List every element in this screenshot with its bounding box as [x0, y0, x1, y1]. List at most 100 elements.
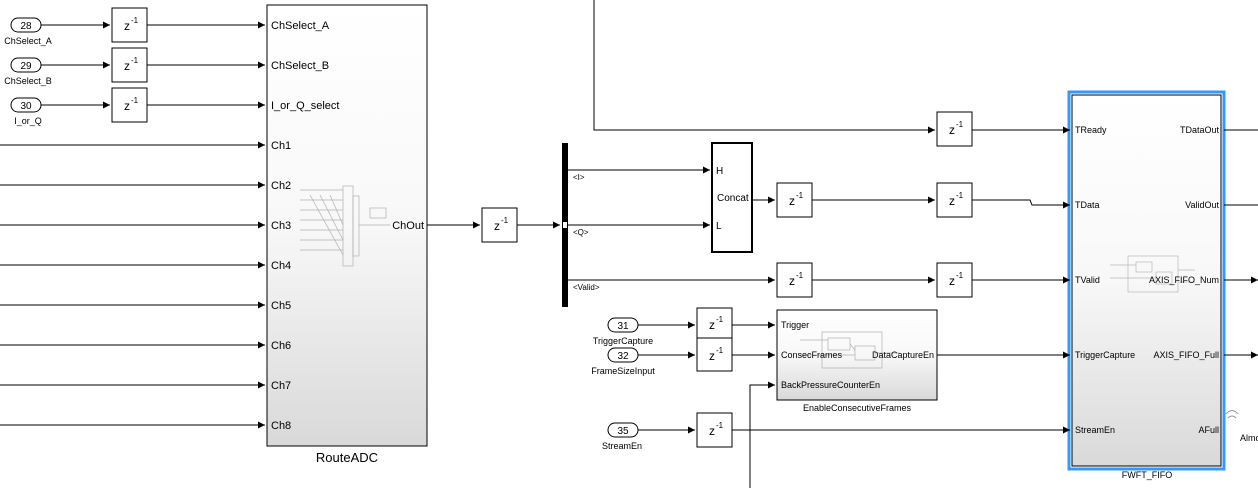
route-adc-subsystem[interactable]: ChSelect_A ChSelect_B I_or_Q_select Ch1 … — [266, 4, 428, 465]
port-label-ch2: Ch2 — [271, 180, 291, 192]
delay-z: z — [949, 274, 955, 288]
port-label-tready: TReady — [1075, 125, 1107, 135]
inport-35[interactable]: 35 StreamEn — [602, 422, 642, 451]
port-label-i-or-q-select: I_or_Q_select — [271, 100, 339, 112]
delay-z: z — [709, 318, 715, 332]
delay-z: z — [494, 219, 500, 233]
delay-z: z — [124, 59, 130, 73]
port-label-afull: AFull — [1198, 425, 1219, 435]
port-label-ch4: Ch4 — [271, 260, 291, 272]
unit-delay-chselect-a[interactable]: z -1 — [111, 7, 148, 43]
edge-label-almost-full: Almo — [1240, 433, 1258, 443]
delay-exponent: -1 — [716, 346, 724, 355]
inport-name: FrameSizeInput — [591, 366, 655, 376]
inport-name: TriggerCapture — [593, 336, 653, 346]
port-label-ch5: Ch5 — [271, 300, 291, 312]
port-label-tvalid: TValid — [1075, 275, 1100, 285]
inport-number: 31 — [617, 321, 629, 332]
subsystem-preview-icon — [1110, 255, 1195, 293]
unit-delay-chselect-b[interactable]: z -1 — [111, 47, 148, 83]
delay-z: z — [124, 19, 130, 33]
unit-delay-framesize[interactable]: z -1 — [696, 337, 733, 372]
delay-z: z — [789, 194, 795, 208]
bus-output-i: <I> — [573, 173, 585, 182]
inport-31[interactable]: 31 TriggerCapture — [593, 317, 653, 346]
port-label-ch3: Ch3 — [271, 220, 291, 232]
port-label-datacaptureen: DataCaptureEn — [872, 350, 934, 360]
unit-delay-i-or-q[interactable]: z -1 — [111, 87, 148, 123]
inport-29[interactable]: 29 ChSelect_B — [4, 57, 52, 86]
delay-exponent: -1 — [716, 421, 724, 430]
port-label-consecframes: ConsecFrames — [781, 350, 843, 360]
delay-z: z — [124, 99, 130, 113]
ecf-title: EnableConsecutiveFrames — [803, 403, 912, 413]
inport-name: I_or_Q — [14, 116, 42, 126]
fifo-title: FWFT_FIFO — [1122, 470, 1173, 480]
enable-consecutive-frames-subsystem[interactable]: Trigger ConsecFrames BackPressureCounter… — [776, 309, 938, 413]
unit-delay-streamen[interactable]: z -1 — [696, 412, 733, 448]
delay-exponent: -1 — [956, 271, 964, 280]
port-label-axis-fifo-num: AXIS_FIFO_Num — [1149, 275, 1219, 285]
unit-delay-valid-2[interactable]: z -1 — [936, 262, 973, 298]
unit-delay-concat-out[interactable]: z -1 — [776, 182, 813, 218]
inport-number: 35 — [617, 426, 629, 437]
bus-output-q: <Q> — [573, 228, 589, 237]
route-adc-title: RouteADC — [316, 450, 378, 465]
port-label-chselect-a: ChSelect_A — [271, 20, 330, 32]
unit-delay-tdata[interactable]: z -1 — [936, 182, 973, 218]
concat-port-h: H — [716, 166, 723, 177]
port-label-ch7: Ch7 — [271, 380, 291, 392]
concat-block[interactable]: H L Concat — [711, 142, 753, 253]
delay-z: z — [949, 123, 955, 137]
subsystem-preview-icon — [300, 185, 390, 267]
delay-exponent: -1 — [796, 191, 804, 200]
delay-z: z — [789, 274, 795, 288]
port-label-chout: ChOut — [392, 220, 424, 232]
inport-name: ChSelect_B — [4, 76, 52, 86]
inport-28[interactable]: 28 ChSelect_A — [4, 17, 52, 46]
unit-delay-tready[interactable]: z -1 — [936, 111, 973, 147]
port-label-validout: ValidOut — [1185, 200, 1219, 210]
port-label-ch8: Ch8 — [271, 420, 291, 432]
delay-exponent: -1 — [131, 16, 139, 25]
port-label-triggercapture: TriggerCapture — [1075, 350, 1135, 360]
inport-number: 30 — [20, 101, 32, 112]
delay-exponent: -1 — [131, 56, 139, 65]
port-label-streamen: StreamEn — [1075, 425, 1115, 435]
delay-exponent: -1 — [796, 271, 804, 280]
unit-delay-chout[interactable]: z -1 — [481, 207, 518, 243]
signal-logging-icon — [1225, 410, 1239, 419]
delay-exponent: -1 — [956, 120, 964, 129]
port-label-tdata: TData — [1075, 200, 1100, 210]
delay-z: z — [949, 194, 955, 208]
bus-selector[interactable]: <I> <Q> <Valid> — [562, 143, 600, 307]
fwft-fifo-subsystem[interactable]: TReady TData TValid TriggerCapture Strea… — [1067, 90, 1226, 480]
delay-z: z — [709, 349, 715, 363]
delay-z: z — [709, 424, 715, 438]
delay-exponent: -1 — [956, 191, 964, 200]
subsystem-preview-icon — [800, 331, 900, 369]
port-label-tdataout: TDataOut — [1180, 125, 1220, 135]
delay-exponent: -1 — [501, 216, 509, 225]
concat-port-l: L — [716, 221, 722, 232]
inport-name: ChSelect_A — [4, 36, 52, 46]
port-label-backpressurecounteren: BackPressureCounterEn — [781, 380, 880, 390]
unit-delay-trigger[interactable]: z -1 — [696, 307, 733, 341]
inport-30[interactable]: 30 I_or_Q — [10, 97, 42, 126]
inport-name: StreamEn — [602, 441, 642, 451]
inport-32[interactable]: 32 FrameSizeInput — [591, 347, 655, 376]
port-label-ch6: Ch6 — [271, 340, 291, 352]
unit-delay-valid-1[interactable]: z -1 — [776, 262, 813, 298]
port-label-ch1: Ch1 — [271, 140, 291, 152]
concat-label: Concat — [717, 193, 749, 204]
port-label-axis-fifo-full: AXIS_FIFO_Full — [1153, 350, 1219, 360]
delay-exponent: -1 — [716, 315, 724, 324]
port-label-trigger: Trigger — [781, 320, 809, 330]
port-label-chselect-b: ChSelect_B — [271, 60, 329, 72]
delay-exponent: -1 — [131, 96, 139, 105]
inport-number: 29 — [20, 61, 32, 72]
bus-output-valid: <Valid> — [573, 283, 600, 292]
inport-number: 32 — [617, 351, 629, 362]
